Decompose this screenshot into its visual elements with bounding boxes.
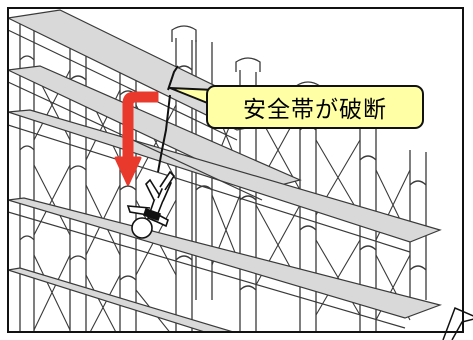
callout-bubble: 安全帯が破断	[206, 85, 424, 129]
next-arrow-icon	[442, 306, 473, 340]
broken-harness-lanyard	[157, 65, 179, 173]
worker-figure	[126, 170, 176, 239]
callout-text: 安全帯が破断	[243, 97, 387, 123]
image-frame	[7, 7, 464, 333]
scaffold-planks	[8, 9, 443, 332]
scaffold-structure	[8, 9, 443, 332]
fall-arrow-icon	[114, 91, 159, 186]
ledgers	[8, 29, 411, 329]
